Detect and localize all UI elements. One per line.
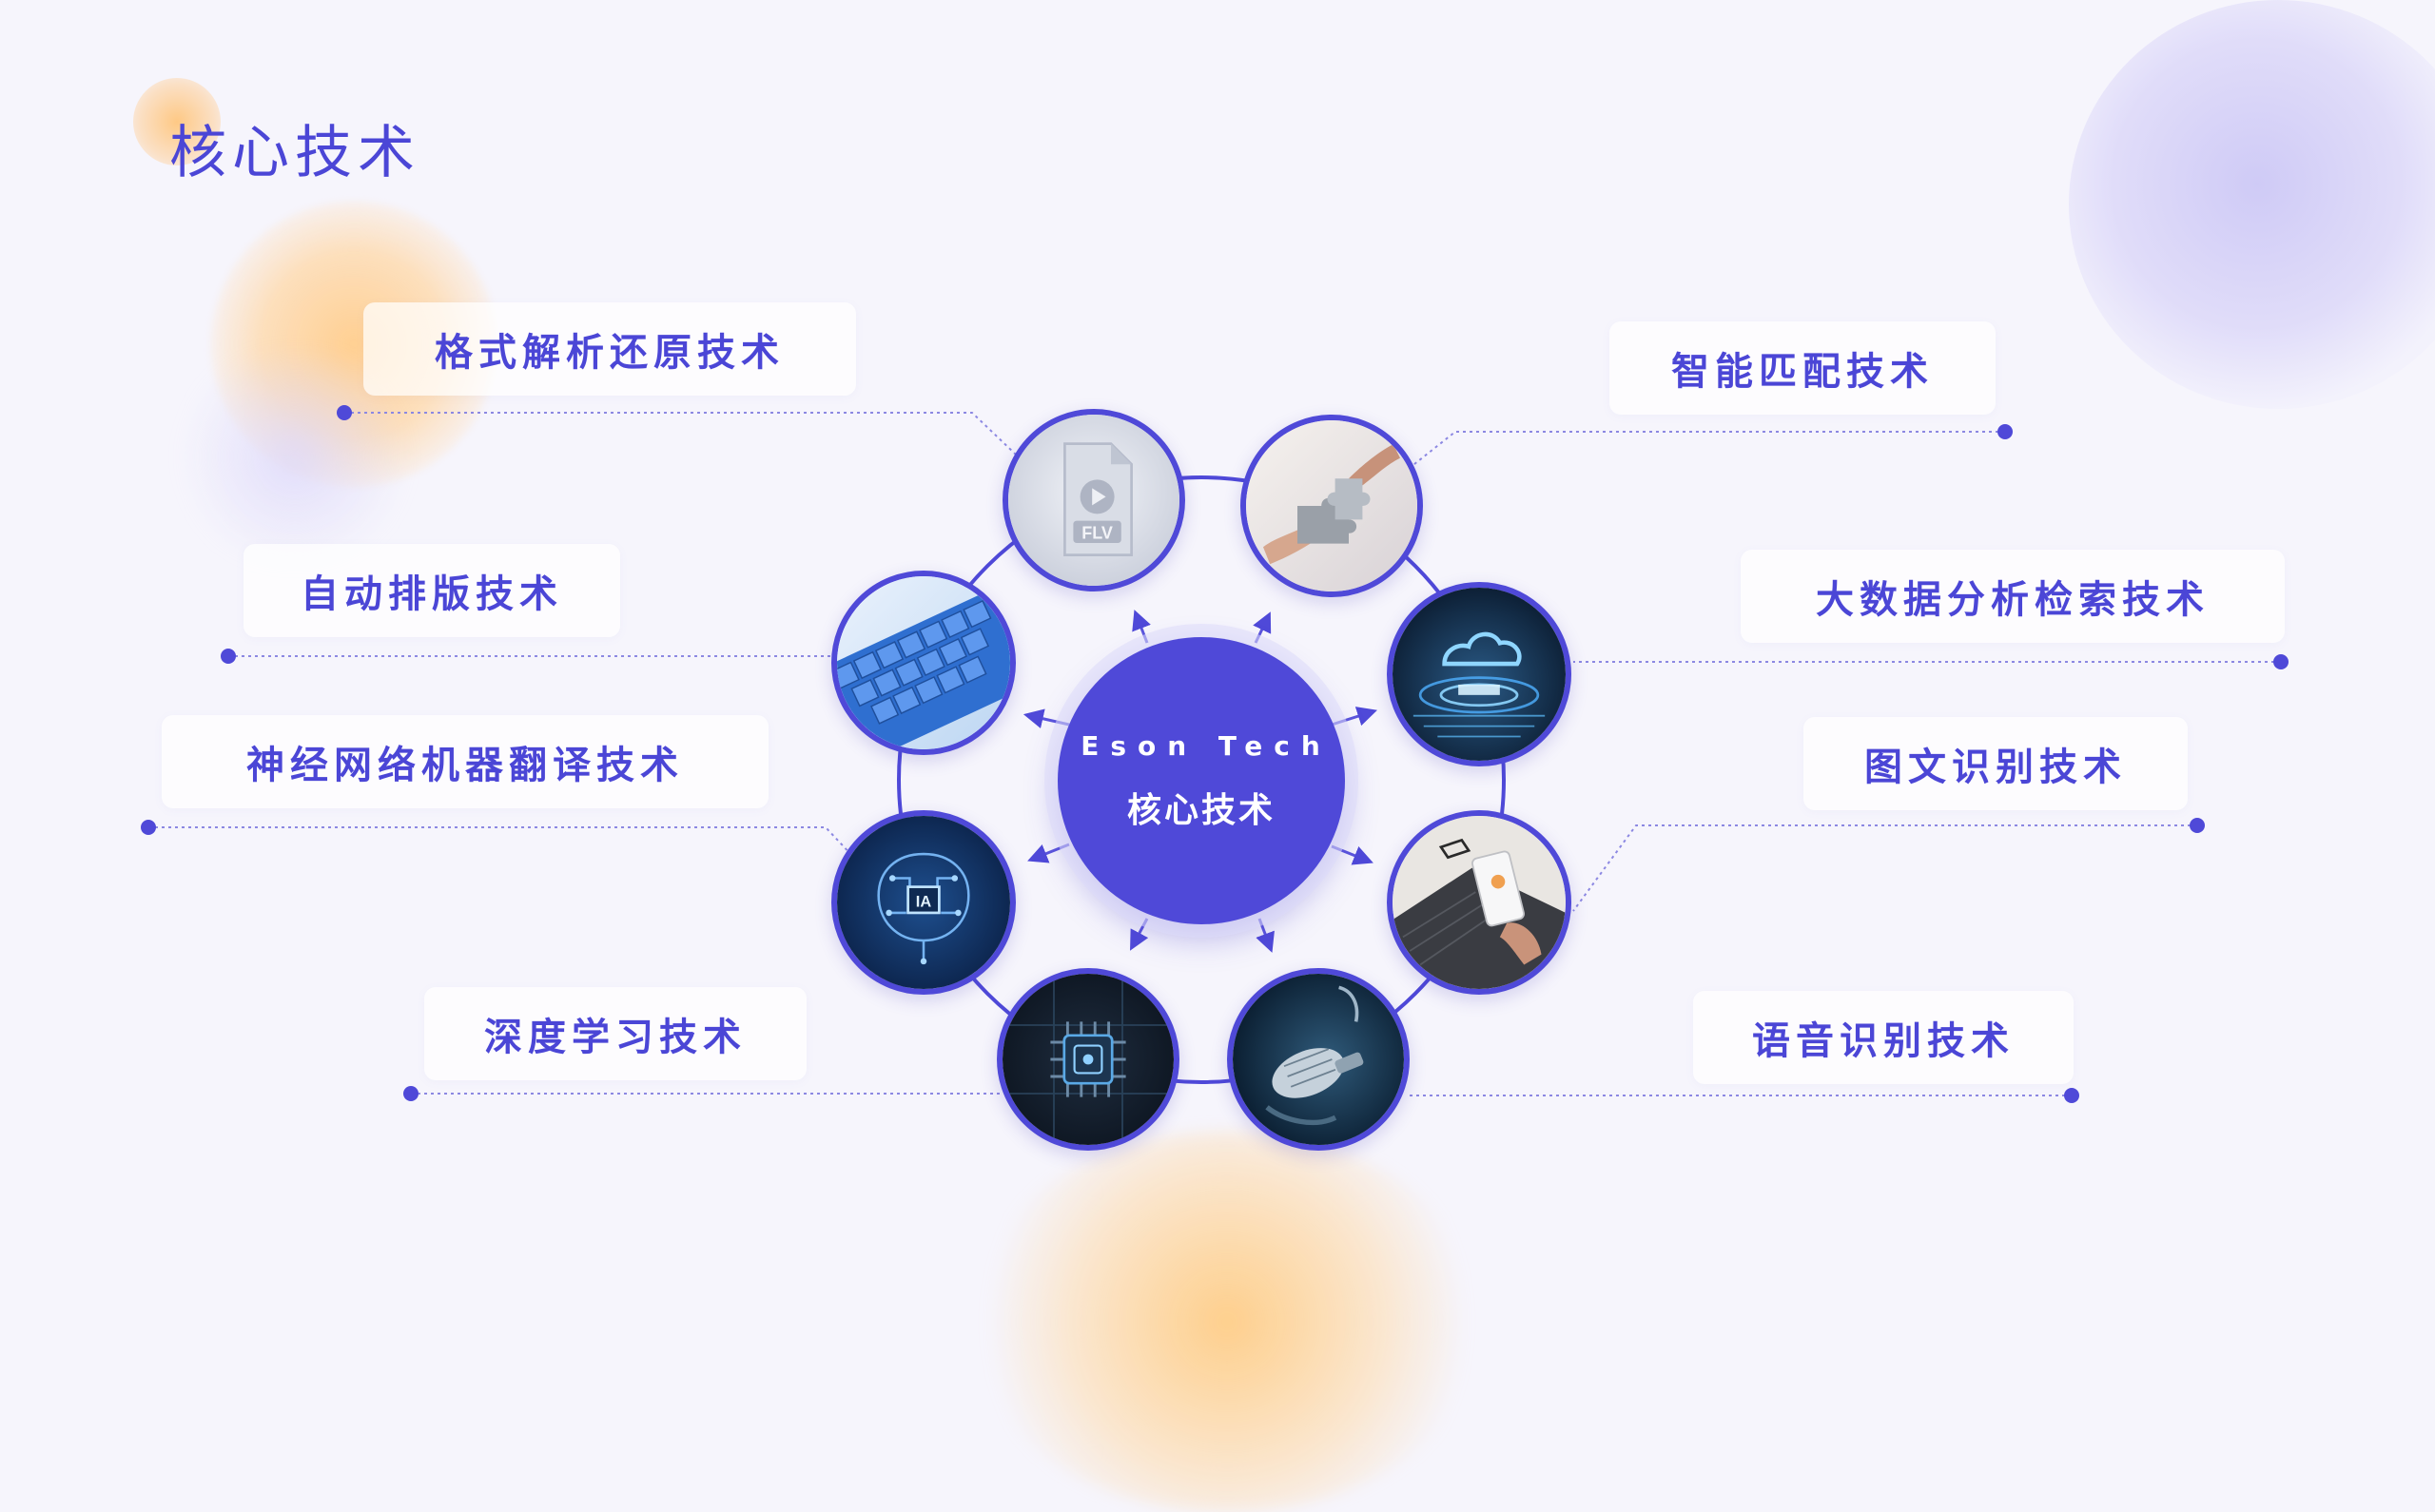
decor-orange-blob-bottom [970,1132,1484,1512]
label-speech: 语音识别技术 [1693,991,2074,1084]
keyboard-icon [837,576,1010,749]
label-smart-match-text: 智能匹配技术 [1671,350,1934,394]
hub-subtitle: Eson Tech [1081,729,1332,762]
node-cloud [1387,582,1571,766]
node-keyboard [831,571,1016,755]
microphone-icon [1233,974,1404,1145]
label-deep-learning-text: 深度学习技术 [484,1016,747,1059]
label-deep-learning: 深度学习技术 [424,987,807,1080]
label-ocr-text: 图文识别技术 [1864,746,2127,789]
label-auto-layout: 自动排版技术 [244,544,620,637]
puzzle-icon [1246,420,1417,591]
label-ocr: 图文识别技术 [1803,717,2188,810]
cloud-data-icon [1393,588,1566,761]
node-microphone [1227,968,1410,1151]
label-auto-layout-text: 自动排版技术 [301,572,563,616]
label-format-parse-text: 格式解析还原技术 [435,331,785,375]
decor-purple-blob-right [2069,0,2435,409]
label-bigdata-text: 大数据分析检索技术 [1816,578,2210,622]
label-format-parse: 格式解析还原技术 [363,302,856,396]
ai-brain-icon: IA [837,816,1010,989]
label-neural-mt: 神经网络机器翻译技术 [162,715,769,808]
ai-badge: IA [916,894,932,911]
node-ai: IA [831,810,1016,995]
central-hub: Eson Tech 核心技术 [1058,637,1345,924]
label-speech-text: 语音识别技术 [1752,1019,2015,1063]
label-bigdata: 大数据分析检索技术 [1741,550,2285,643]
label-neural-mt-text: 神经网络机器翻译技术 [246,744,684,787]
node-flv: FLV [1003,409,1185,591]
node-phone [1387,810,1571,995]
flv-badge: FLV [1081,524,1113,543]
node-puzzle [1240,415,1423,597]
flv-file-icon: FLV [1008,415,1179,586]
node-chip [997,968,1179,1151]
processor-chip-icon [1003,974,1174,1145]
hub-title: 核心技术 [1126,790,1276,830]
label-smart-match: 智能匹配技术 [1609,321,1996,415]
page-title: 核心技术 [169,120,420,186]
smartphone-laptop-icon [1393,816,1566,989]
